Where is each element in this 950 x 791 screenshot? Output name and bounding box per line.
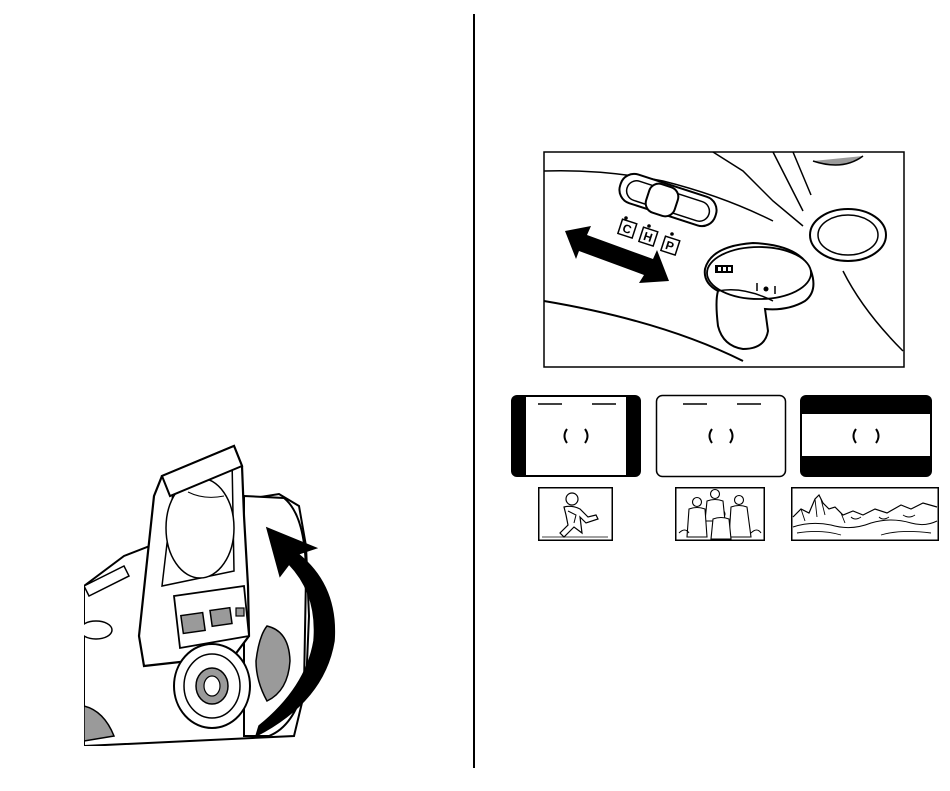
viewfinder-c: [510, 394, 642, 478]
sample-photo-h: [675, 487, 765, 541]
sample-photo-p: [791, 487, 939, 541]
mode-switch-illustration: C H P: [543, 151, 905, 368]
camera-open-illustration: [84, 436, 374, 746]
sample-photo-c: [538, 487, 613, 541]
viewfinder-p: [799, 394, 933, 478]
viewfinder-h: [655, 394, 787, 478]
mode-switch-drawing: C H P: [543, 151, 905, 368]
page-divider: [473, 14, 475, 768]
camera-open-drawing: [84, 436, 374, 746]
